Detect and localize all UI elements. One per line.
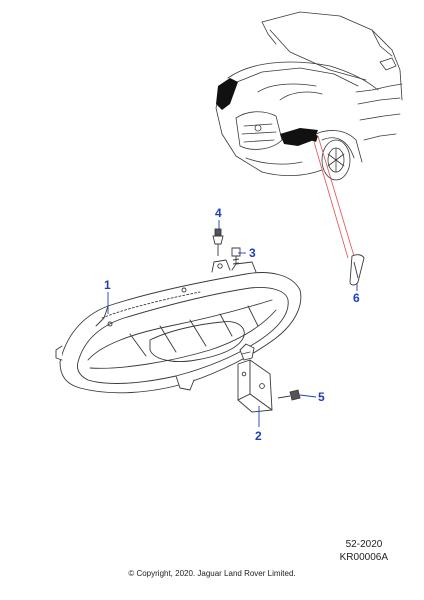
callout-1: 1 (104, 278, 111, 292)
mounting-bracket-part (237, 359, 273, 413)
callout-6: 6 (353, 291, 360, 305)
leader-line-red-1 (317, 135, 355, 257)
headlamp-assembly-part (55, 259, 302, 394)
callout-4: 4 (215, 206, 222, 220)
vehicle-front-view (215, 11, 403, 181)
leader-line-red-2 (313, 141, 349, 259)
reference-block: 52-2020 KR00006A (340, 538, 388, 564)
callout-leaders (107, 220, 358, 427)
copyright-notice: © Copyright, 2020. Jaguar Land Rover Lim… (128, 569, 296, 578)
vehicle-headlamp-right-highlight (280, 128, 318, 146)
callout-2: 2 (255, 429, 262, 443)
bolt-part (277, 389, 301, 401)
vehicle-headlamp-left-highlight (216, 78, 238, 110)
callout-3: 3 (249, 246, 256, 260)
illustration-id: KR00006A (339, 552, 388, 563)
date-code: 52-2020 (345, 539, 383, 550)
callout-5: 5 (318, 390, 325, 404)
leader-5 (299, 394, 317, 398)
vehicle-side-trim-highlight (310, 132, 318, 142)
side-trim-cover-part (349, 254, 365, 286)
clip-part (212, 228, 224, 256)
